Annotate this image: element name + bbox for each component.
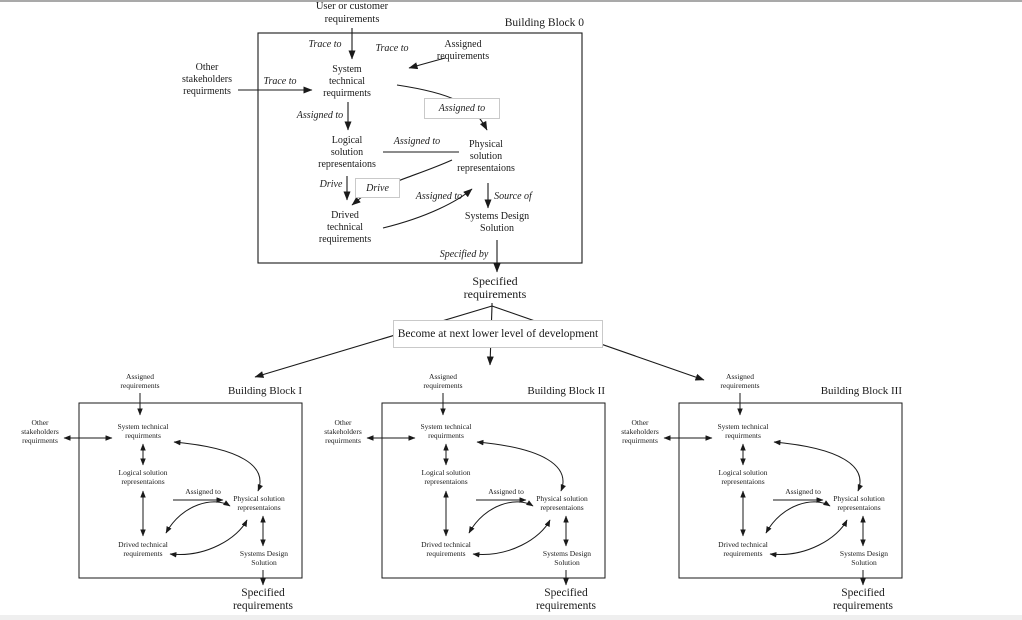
- mini-specified-requirements: Specified requirements: [832, 587, 894, 612]
- curve-drived-physical-lower: [472, 519, 551, 558]
- mini-block-title: Building Block III: [820, 385, 902, 397]
- physical-solution-node: Physical solution representaions: [457, 139, 515, 174]
- mini-specified-requirements: Specified requirements: [535, 587, 597, 612]
- assigned-to-label-down: Assigned to: [296, 110, 344, 121]
- mini-block-title: Building Block II: [527, 385, 605, 397]
- mini-system-technical: System technical requirments: [420, 422, 472, 440]
- mini-system-technical: System technical requirments: [117, 422, 169, 440]
- arrow-assignedreq-to-system: [408, 57, 446, 70]
- mini-assigned-requirements: Assigned requirements: [423, 372, 463, 390]
- arrow-become-to-block1: [254, 305, 493, 378]
- mini-drived-technical: Drived technical requirements: [118, 540, 168, 558]
- arrow-drived-assignedto-physical: [382, 188, 473, 229]
- building-block-2: Building Block II Assigned requirements …: [303, 370, 625, 620]
- assigned-to-boxed-label: Assigned to: [424, 98, 500, 119]
- mini-assigned-to-label: Assigned to: [785, 487, 821, 496]
- mini-logical-solution: Logical solution representaions: [118, 468, 168, 486]
- mini-systems-design: Systems Design Solution: [542, 549, 592, 567]
- mini-block-connectors: [366, 393, 606, 586]
- other-stakeholders-label: Other stakeholders requirments: [182, 62, 232, 97]
- building-block-0-frame: [257, 32, 583, 264]
- mini-drived-technical: Drived technical requirements: [718, 540, 768, 558]
- mini-other-stakeholders: Other stakeholders requirments: [324, 418, 362, 445]
- building-block-1: Building Block I Assigned requirements O…: [0, 370, 322, 620]
- mini-specified-requirements: Specified requirements: [232, 587, 294, 612]
- drive-boxed-label: Drive: [355, 178, 400, 198]
- logical-solution-node: Logical solution representaions: [318, 135, 376, 170]
- top-edge-bar: [0, 0, 1022, 2]
- assigned-requirements-label: Assigned requirements: [436, 39, 490, 62]
- building-block-0-title: Building Block 0: [504, 17, 584, 29]
- systems-design-node: Systems Design Solution: [464, 211, 530, 234]
- become-next-level-box: Become at next lower level of developmen…: [393, 320, 603, 348]
- mini-logical-solution: Logical solution representaions: [718, 468, 768, 486]
- mini-physical-solution: Physical solution representaions: [233, 494, 285, 512]
- trace-to-label-assigned: Trace to: [375, 43, 409, 54]
- mini-block-connectors: [63, 393, 303, 586]
- mini-drived-technical: Drived technical requirements: [421, 540, 471, 558]
- mini-systems-design: Systems Design Solution: [239, 549, 289, 567]
- mini-logical-solution: Logical solution representaions: [421, 468, 471, 486]
- source-of-label: Source of: [494, 191, 532, 202]
- mini-block-frame: [78, 402, 303, 579]
- mini-assigned-to-label: Assigned to: [185, 487, 221, 496]
- assigned-to-label-horizontal: Assigned to: [393, 136, 441, 147]
- mini-block-title: Building Block I: [228, 385, 302, 397]
- mini-other-stakeholders: Other stakeholders requirments: [621, 418, 659, 445]
- specified-by-label: Specified by: [439, 249, 489, 260]
- bottom-edge-bar: [0, 615, 1022, 620]
- drive-label-plain: Drive: [319, 179, 343, 190]
- mini-system-technical: System technical requirments: [717, 422, 769, 440]
- drived-technical-node: Drived technical requirements: [318, 210, 372, 245]
- curve-physical-to-drive-box: [397, 159, 453, 182]
- trace-to-label-other: Trace to: [263, 76, 297, 87]
- mini-block-connectors: [663, 393, 903, 586]
- mini-assigned-requirements: Assigned requirements: [120, 372, 160, 390]
- curve-system-physical: [173, 439, 263, 492]
- mini-block-frame: [381, 402, 606, 579]
- specified-requirements-label: Specified requirements: [463, 274, 527, 301]
- mini-assigned-requirements: Assigned requirements: [720, 372, 760, 390]
- mini-assigned-to-label: Assigned to: [488, 487, 524, 496]
- curve-drived-physical-lower: [769, 519, 848, 558]
- trace-to-label-user: Trace to: [308, 39, 342, 50]
- system-technical-node: System technical requirments: [323, 64, 371, 99]
- user-customer-requirements-label: User or customer requirements: [315, 1, 389, 25]
- curve-drived-physical-lower: [169, 519, 248, 558]
- mini-block-frame: [678, 402, 903, 579]
- mini-other-stakeholders: Other stakeholders requirments: [21, 418, 59, 445]
- mini-physical-solution: Physical solution representaions: [536, 494, 588, 512]
- curve-system-physical: [476, 439, 566, 492]
- mini-physical-solution: Physical solution representaions: [833, 494, 885, 512]
- mini-systems-design: Systems Design Solution: [839, 549, 889, 567]
- building-block-3: Building Block III Assigned requirements…: [600, 370, 922, 620]
- curve-system-physical: [773, 439, 863, 492]
- assigned-to-label-curve: Assigned to: [415, 191, 463, 202]
